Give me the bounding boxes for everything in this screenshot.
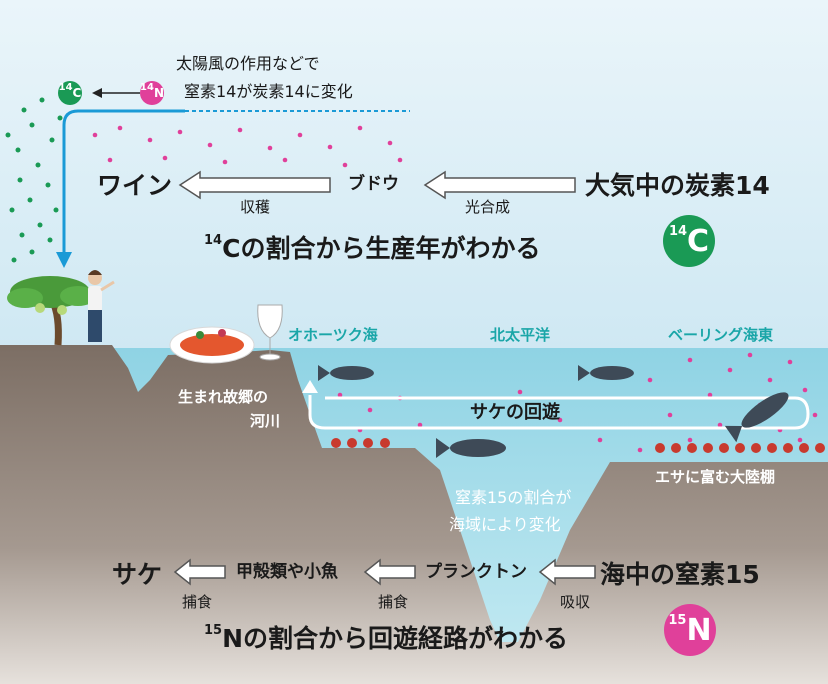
grapevine-tree — [7, 276, 96, 346]
crabs — [331, 438, 825, 453]
river-label-line2: 河川 — [250, 412, 281, 430]
wine-glass — [257, 304, 283, 361]
top-note-line2: 窒素14が炭素14に変化 — [184, 82, 353, 101]
carbon-result: ワイン — [97, 171, 173, 200]
n14-to-c14-arrowhead — [92, 88, 102, 98]
salmon-dish — [169, 326, 255, 364]
label-absorb: 吸収 — [560, 593, 591, 611]
migration-label: サケの回遊 — [470, 402, 560, 423]
nitrogen-middle2: 甲殻類や小魚 — [236, 562, 338, 582]
arrow-harvest — [178, 170, 331, 200]
label-harvest: 収穫 — [240, 198, 271, 216]
descent-arrow — [62, 109, 185, 255]
region-pacific: 北太平洋 — [490, 326, 551, 344]
nitrogen-conclusion: 15Nの割合から回遊経路がわかる — [204, 623, 569, 653]
label-predation-1: 捕食 — [378, 593, 409, 611]
fish-okhotsk — [318, 365, 374, 381]
carbon-middle: ブドウ — [348, 174, 399, 194]
top-note-line1: 太陽風の作用などで — [176, 54, 320, 73]
migration-loop — [308, 395, 810, 430]
pink-dots-sky — [92, 125, 403, 168]
fish-bering — [724, 392, 789, 443]
nitrogen-middle1: プランクトン — [425, 562, 527, 582]
nitrogen-arrows — [173, 558, 596, 586]
fish-pacific — [578, 365, 634, 381]
salmon-fish — [318, 365, 789, 458]
nitrogen-result: サケ — [112, 560, 163, 589]
region-okhotsk: オホーツク海 — [288, 326, 378, 344]
ground — [0, 345, 828, 684]
person-tasting-wine — [88, 270, 115, 342]
fish-trench — [436, 438, 506, 458]
nitrogen-note-line1: 窒素15の割合が — [455, 488, 572, 507]
shelf-label: エサに富む大陸棚 — [655, 468, 776, 486]
carbon-conclusion: 14Cの割合から生産年がわかる — [204, 233, 541, 263]
descent-arrowhead — [56, 252, 72, 268]
carbon-arrows — [178, 170, 576, 200]
river-label-line1: 生まれ故郷の — [178, 388, 269, 406]
nitrogen-source: 海中の窒素15 — [600, 560, 760, 589]
label-photosynthesis: 光合成 — [465, 198, 511, 216]
region-bering: ベーリング海東 — [668, 326, 774, 344]
arrow-predation-1 — [363, 558, 416, 586]
migration-arrowhead — [302, 380, 318, 393]
arrow-predation-2 — [173, 558, 226, 586]
arrow-absorb — [538, 558, 596, 586]
carbon-source: 大気中の炭素14 — [585, 171, 770, 200]
nitrogen-note-line2: 海域により変化 — [449, 515, 561, 534]
label-predation-2: 捕食 — [182, 593, 213, 611]
green-dots — [5, 97, 63, 263]
arrow-photosynthesis — [423, 170, 576, 200]
